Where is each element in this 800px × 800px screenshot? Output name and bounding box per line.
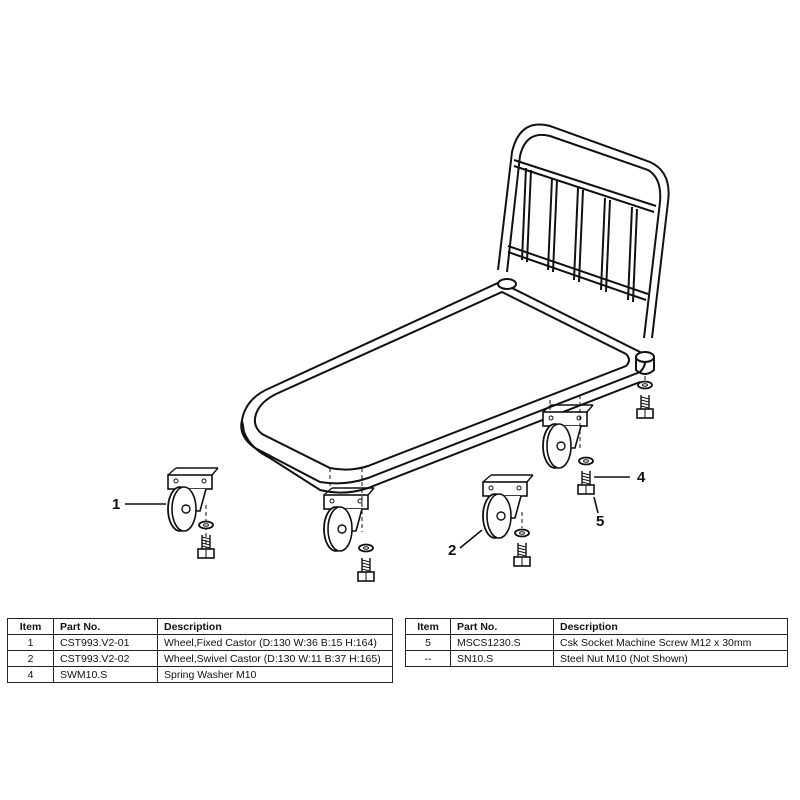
fastener-stack-5: [636, 380, 654, 419]
cell-description: Steel Nut M10 (Not Shown): [553, 650, 788, 667]
fastener-stack-3: [513, 528, 531, 567]
handle-frame: [497, 123, 670, 339]
callout-5: 5: [596, 513, 604, 530]
trolley-exploded-diagram: 1 2 4 5: [112, 123, 670, 582]
header-item: Item: [7, 618, 54, 635]
table-header-row: Item Part No. Description: [405, 618, 788, 635]
cell-part-no: CST993.V2-01: [53, 634, 158, 651]
trolley-deck: [240, 278, 655, 494]
cell-item: 4: [7, 666, 54, 683]
table-row: 4 SWM10.S Spring Washer M10: [7, 666, 393, 683]
table-row: 1 CST993.V2-01 Wheel,Fixed Castor (D:130…: [7, 634, 393, 651]
cell-description: Spring Washer M10: [157, 666, 393, 683]
header-description: Description: [157, 618, 393, 635]
cell-item: --: [405, 650, 451, 667]
cell-item: 5: [405, 634, 451, 651]
cell-part-no: SWM10.S: [53, 666, 158, 683]
table-row: 5 MSCS1230.S Csk Socket Machine Screw M1…: [405, 634, 788, 651]
castor-front-center: [323, 487, 375, 552]
cell-item: 1: [7, 634, 54, 651]
fastener-stack-4: [577, 456, 595, 495]
cell-part-no: MSCS1230.S: [450, 634, 554, 651]
cell-description: Wheel,Swivel Castor (D:130 W:11 B:37 H:1…: [157, 650, 393, 667]
castor-swivel-front: [482, 474, 534, 539]
fastener-stack-2: [357, 543, 375, 582]
parts-table-right: Item Part No. Description 5 MSCS1230.S C…: [405, 618, 788, 667]
callout-1: 1: [112, 496, 120, 513]
fastener-stack-1: [197, 520, 215, 559]
callout-2: 2: [448, 542, 456, 559]
header-description: Description: [553, 618, 788, 635]
header-part-no: Part No.: [450, 618, 554, 635]
cell-part-no: CST993.V2-02: [53, 650, 158, 667]
cell-description: Csk Socket Machine Screw M12 x 30mm: [553, 634, 788, 651]
header-item: Item: [405, 618, 451, 635]
cell-item: 2: [7, 650, 54, 667]
header-part-no: Part No.: [53, 618, 158, 635]
parts-table-left: Item Part No. Description 1 CST993.V2-01…: [7, 618, 393, 683]
leader-lines: [125, 476, 630, 549]
cell-description: Wheel,Fixed Castor (D:130 W:36 B:15 H:16…: [157, 634, 393, 651]
cell-part-no: SN10.S: [450, 650, 554, 667]
table-row: -- SN10.S Steel Nut M10 (Not Shown): [405, 650, 788, 667]
table-header-row: Item Part No. Description: [7, 618, 393, 635]
table-row: 2 CST993.V2-02 Wheel,Swivel Castor (D:13…: [7, 650, 393, 667]
callout-4: 4: [637, 469, 646, 486]
